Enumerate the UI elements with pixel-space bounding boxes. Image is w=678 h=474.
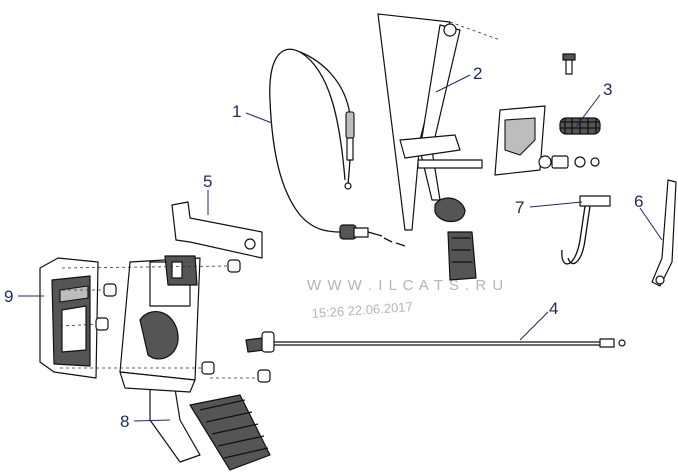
part-4-cable: [245, 331, 626, 353]
callout-8: 8: [120, 412, 129, 431]
part-2-pedal-arm: [377, 13, 501, 281]
pedal-housing: [119, 255, 201, 393]
leader-lines: [18, 74, 663, 422]
callout-3: 3: [603, 80, 612, 99]
watermark-timestamp: 15:26 22.06.2017: [311, 299, 413, 321]
callout-5: 5: [203, 172, 212, 191]
callout-9: 9: [4, 287, 13, 306]
fasteners: [59, 259, 271, 383]
watermark: W W W . I L C A T S . R U 15:26 22.06.20…: [307, 277, 504, 321]
part-5-bracket: [171, 201, 263, 259]
part-6-link: [651, 179, 677, 287]
part-7-hook: [561, 195, 611, 265]
callout-7: 7: [515, 198, 524, 217]
callouts: 1 2 3 4 5 6 7 8 9: [4, 64, 643, 431]
watermark-site: W W W . I L C A T S . R U: [307, 277, 504, 294]
callout-6: 6: [634, 192, 643, 211]
callout-1: 1: [232, 102, 241, 121]
part-1-throttle-cable: [269, 48, 406, 247]
part-3-bracket-spring: [494, 53, 601, 176]
callout-2: 2: [473, 64, 482, 83]
part-9-cover: [39, 257, 99, 379]
callout-4: 4: [549, 299, 558, 318]
